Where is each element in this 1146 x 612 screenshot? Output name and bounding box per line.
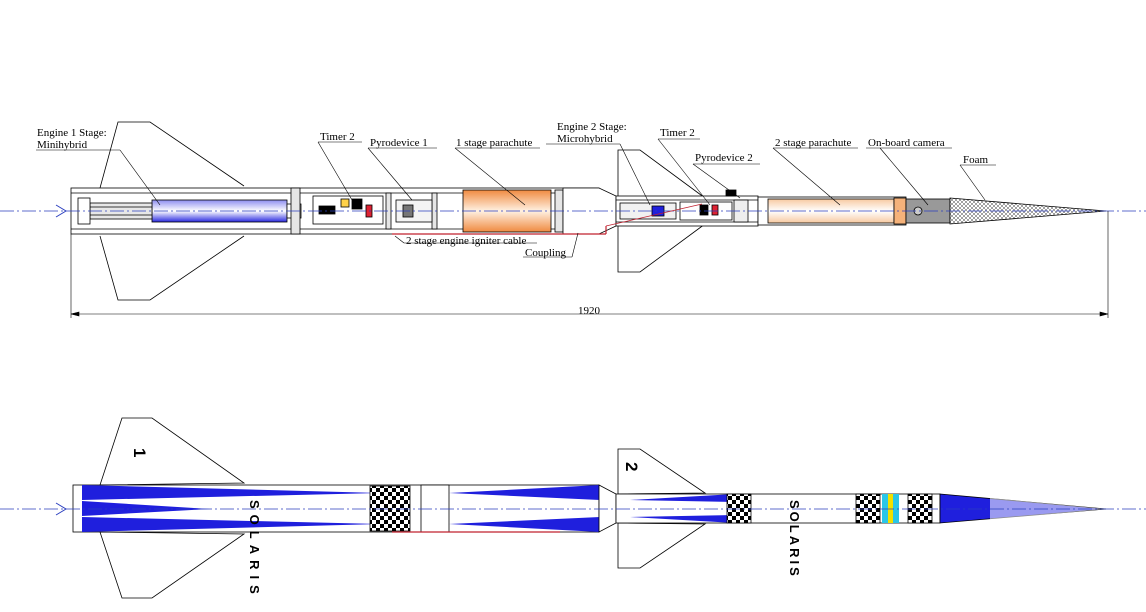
label-pyrodevice2: Pyrodevice 2 <box>695 152 753 164</box>
length-dimension <box>70 211 1109 318</box>
ext-stage1-fin-lower <box>99 531 246 599</box>
label-parachute2: 2 stage parachute <box>775 137 851 149</box>
label-length: 1920 <box>578 305 601 317</box>
label-parachute1: 1 stage parachute <box>456 137 532 149</box>
label-camera: On-board camera <box>868 137 945 149</box>
ext-checker-4 <box>907 493 933 524</box>
brand-stage2: SOLARIS <box>787 500 802 579</box>
ext-checker-1 <box>369 485 411 532</box>
ext-stage2-fin-upper <box>617 448 707 495</box>
label-engine1-type: Minihybrid <box>37 139 88 151</box>
stage-number-1: 1 <box>130 448 149 457</box>
label-coupling: Coupling <box>525 247 566 259</box>
stage1-fin-upper <box>99 121 245 189</box>
leader-lines <box>36 138 996 258</box>
ext-checker-3 <box>855 493 881 524</box>
stage-number-2: 2 <box>622 462 641 471</box>
ext-stage2-fin-lower <box>617 522 707 569</box>
stage1-fin-lower <box>99 235 245 301</box>
ext-checker-2 <box>726 493 752 524</box>
ext-stage1-fin-upper <box>99 417 246 486</box>
svg-text:1: 1 <box>130 448 149 457</box>
ext-coupling <box>598 484 617 533</box>
top-tail-arrow <box>55 204 67 218</box>
ext-stripe-cyan <box>882 494 888 523</box>
svg-text:SOLARIS: SOLARIS <box>247 500 262 600</box>
label-igniter: 2 stage engine igniter cable <box>406 235 526 247</box>
stage2-fin-upper <box>617 149 706 199</box>
label-timer2-b: Timer 2 <box>660 127 695 139</box>
label-engine2-type: Microhybrid <box>557 133 613 145</box>
label-foam: Foam <box>963 154 989 166</box>
label-engine1: Engine 1 Stage: <box>37 127 107 139</box>
bottom-tail-arrow <box>55 502 67 516</box>
callout-labels: Engine 1 Stage: Minihybrid Timer 2 Pyrod… <box>37 121 989 317</box>
ext-stripe-yellow <box>888 494 893 523</box>
label-pyrodevice1: Pyrodevice 1 <box>370 137 428 149</box>
exterior-view <box>72 417 1107 599</box>
label-timer2-a: Timer 2 <box>320 131 355 143</box>
label-engine2: Engine 2 Stage: <box>557 121 627 133</box>
svg-text:SOLARIS: SOLARIS <box>787 500 802 579</box>
stage2-fin-lower <box>617 223 706 273</box>
svg-text:2: 2 <box>622 462 641 471</box>
brand-stage1: SOLARIS <box>247 500 262 600</box>
